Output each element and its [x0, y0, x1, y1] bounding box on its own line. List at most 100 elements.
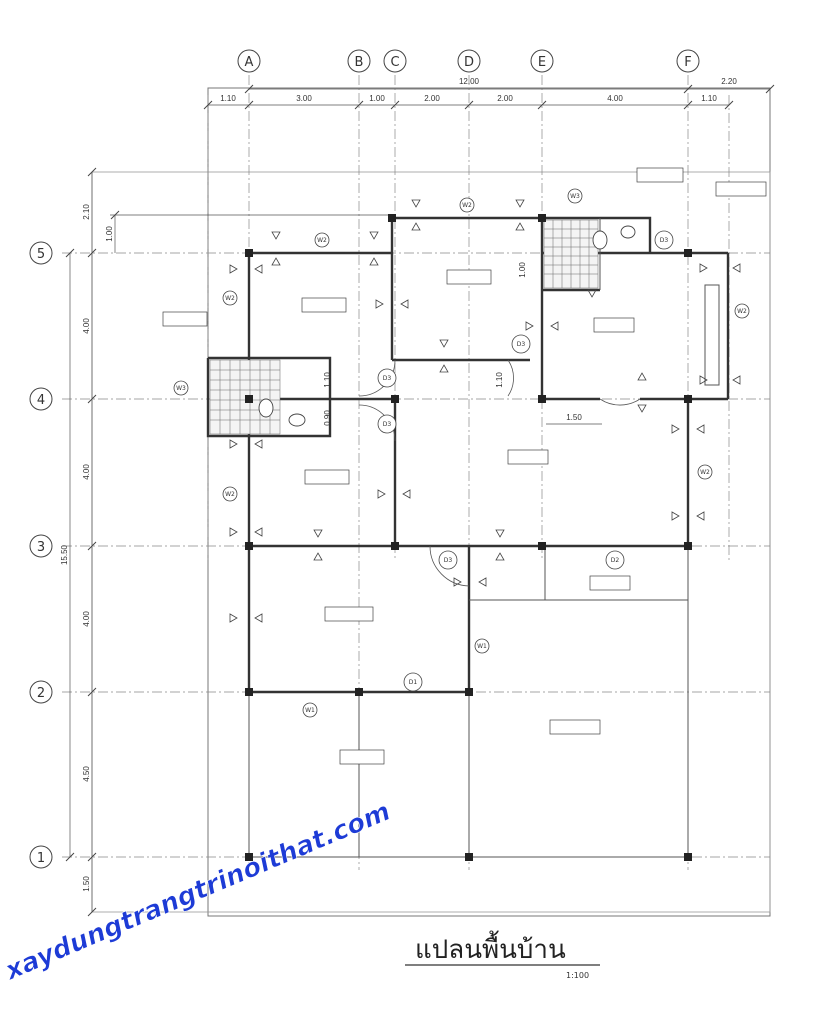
tag-d3-e: [654, 230, 674, 250]
post: [245, 853, 253, 861]
dim-left-seg-3: 4.00: [82, 464, 91, 480]
toilet-left: [258, 398, 274, 418]
toilet-right: [592, 230, 608, 250]
room-tag-bedroom-1: [304, 469, 350, 485]
counter: [704, 284, 720, 386]
room-tags: [162, 167, 767, 765]
marker: [699, 375, 741, 385]
tag-d3-d: [438, 550, 458, 570]
label-col-e: E: [538, 55, 546, 70]
tag-w2-c: [222, 290, 238, 306]
tag-w2-f: [697, 464, 713, 480]
post: [538, 542, 546, 550]
left-dimension-lines: [69, 172, 392, 912]
dim-hall: 1.10: [495, 372, 504, 388]
tick: [765, 84, 775, 94]
tag-w1-a-text: W1: [305, 707, 315, 714]
post: [538, 395, 546, 403]
marker: [229, 439, 263, 449]
column-bubbles: [237, 49, 700, 73]
dim-bath-left-1: 1.10: [323, 372, 332, 388]
basin-left: [288, 413, 306, 427]
room-tag-bath-right: [636, 167, 684, 183]
tag-w2-a-text: W2: [317, 237, 327, 244]
top-dimension-ticks: [203, 84, 775, 110]
post: [391, 395, 399, 403]
marker: [377, 489, 411, 499]
marker: [699, 263, 741, 273]
label-col-f: F: [684, 55, 691, 70]
marker: [671, 424, 705, 434]
dim-total-width: 12.00: [459, 77, 480, 86]
post: [245, 395, 253, 403]
label-col-a: A: [245, 55, 254, 70]
label-row-2: 2: [37, 686, 45, 701]
dim-left-seg-4: 4.00: [82, 611, 91, 627]
row-bubbles: [29, 241, 53, 869]
tick: [683, 100, 693, 110]
marker: [375, 299, 409, 309]
bubble-col-b: [347, 49, 371, 73]
marker: [439, 339, 449, 373]
tag-d3-a: [377, 368, 397, 388]
door-swing: [429, 545, 470, 587]
tag-w2-e-text: W2: [737, 308, 747, 315]
post: [245, 688, 253, 696]
label-col-d: D: [464, 55, 474, 70]
tick: [354, 100, 364, 110]
wall-left-bath: [206, 356, 332, 438]
post: [684, 542, 692, 550]
room-tag-carport: [549, 719, 601, 735]
tag-d3-e-text: D3: [660, 237, 669, 244]
tag-w2-e: [734, 303, 750, 319]
marker: [525, 321, 559, 331]
post: [245, 249, 253, 257]
section-markers: [229, 199, 741, 623]
room-tag-living: [507, 449, 549, 465]
tag-d1-text: D1: [409, 679, 418, 686]
marker: [453, 289, 597, 587]
tag-d3-b: [377, 414, 397, 434]
post: [388, 214, 396, 222]
room-tag-bedroom-3: [446, 269, 492, 285]
label-col-b: B: [355, 55, 364, 70]
marker: [271, 231, 281, 266]
tag-d2-text: D2: [611, 557, 620, 564]
bubble-row-2: [29, 680, 53, 704]
dim-left-seg-1: 2.10: [82, 204, 91, 220]
thin-walls: [248, 218, 720, 858]
marker: [229, 527, 263, 537]
dim-left-seg-2: 4.00: [82, 318, 91, 334]
tag-d1: [403, 672, 423, 692]
left-dimension-ticks: [65, 167, 120, 917]
bubble-col-d: [457, 49, 481, 73]
dim-inner-top: 1.00: [105, 226, 114, 242]
post: [684, 249, 692, 257]
tag-w2-f-text: W2: [700, 469, 710, 476]
room-tag-bath-left: [162, 311, 208, 327]
tag-w3-a: [173, 380, 189, 396]
room-tag-bedroom-2: [301, 297, 347, 313]
label-row-5: 5: [37, 247, 45, 262]
dim-top-seg-2: 3.00: [296, 94, 312, 103]
bubble-row-4: [29, 387, 53, 411]
door-swings: [358, 359, 641, 587]
bubble-col-a: [237, 49, 261, 73]
dim-top-seg-6: 4.00: [607, 94, 623, 103]
bubble-row-3: [29, 534, 53, 558]
opening-tags: [173, 188, 750, 718]
post: [684, 395, 692, 403]
tag-w1-a: [302, 702, 318, 718]
bubble-row-5: [29, 241, 53, 265]
tile-grid-right: [543, 219, 599, 289]
bubble-col-c: [383, 49, 407, 73]
tag-w1-b-text: W1: [477, 643, 487, 650]
marker: [229, 613, 263, 623]
post: [465, 853, 473, 861]
tag-d3-a-text: D3: [383, 375, 392, 382]
marker: [671, 511, 705, 521]
bubble-col-f: [676, 49, 700, 73]
sheet-frame: [207, 87, 771, 917]
tag-d2: [605, 550, 625, 570]
